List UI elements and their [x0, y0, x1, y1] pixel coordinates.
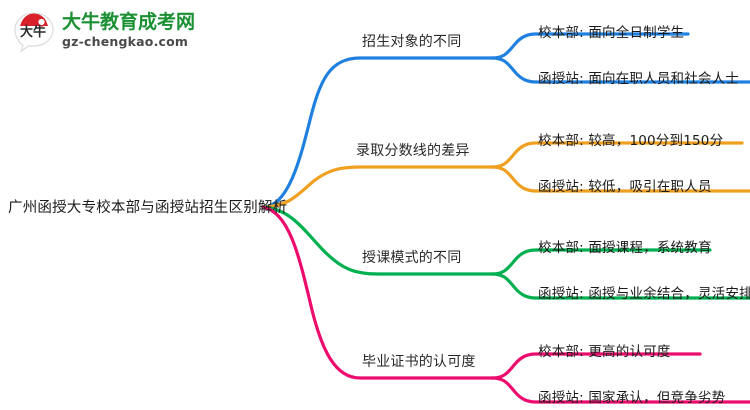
leaf-label-4-2: 函授站: 国家承认，但竞争劣势 [538, 390, 726, 406]
branch-label-2: 录取分数线的差异 [356, 143, 470, 159]
logo-url: gz-chengkao.com [62, 34, 189, 50]
leaf-label-2-2: 函授站: 较低，吸引在职人员 [538, 179, 712, 195]
branch-label-4: 毕业证书的认可度 [362, 354, 476, 370]
leaf-label-1-2: 函授站: 面向在职人员和社会人士 [538, 71, 740, 87]
leaf-label-4-1: 校本部: 更高的认可度 [538, 344, 671, 360]
site-logo[interactable]: 大牛 大牛教育成考网 gz-chengkao.com [12, 9, 196, 54]
branch-connector-3 [261, 205, 750, 300]
branch-connector-2 [261, 141, 750, 209]
branch-connector-4 [261, 205, 750, 404]
branch-connector-1 [261, 32, 750, 209]
leaf-label-3-1: 校本部: 面授课程，系统教育 [538, 240, 712, 256]
branch-label-3: 授课模式的不同 [362, 250, 462, 266]
leaf-label-2-1: 校本部: 较高，100分到150分 [538, 133, 724, 149]
leaf-label-3-2: 函授站: 函授与业余结合，灵活安排 [538, 286, 750, 302]
leaf-label-1-1: 校本部: 面向全日制学生 [538, 25, 685, 41]
speech-bubble-daniu-icon: 大牛 [12, 9, 56, 54]
branch-label-1: 招生对象的不同 [362, 34, 462, 50]
logo-title: 大牛教育成考网 [62, 11, 196, 34]
svg-text:大牛: 大牛 [20, 24, 46, 40]
mindmap-root-label: 广州函授大专校本部与函授站招生区别解析 [8, 200, 288, 216]
